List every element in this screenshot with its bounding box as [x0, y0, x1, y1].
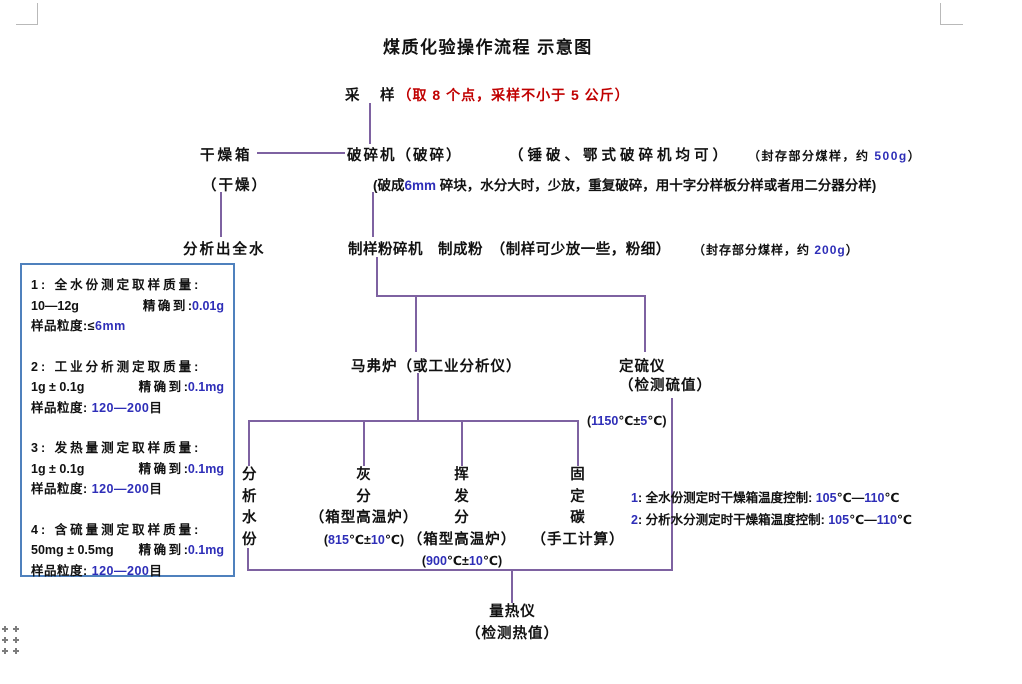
crusher-types: （锤破、鄂式破碎机均可） — [508, 148, 731, 164]
branch-volatile-line: 发 — [454, 488, 470, 505]
spec-precision-value: :0.1mg — [183, 461, 224, 476]
spec-box: 1: 全水份测定取样质量: 10—12g 精确到:0.01g 样品粒度:≤6mm… — [20, 263, 235, 578]
spec-precision-label: 精确到 — [138, 380, 184, 394]
calorimeter-sub-label: （检测热值） — [466, 625, 559, 642]
connector-sampling-to-crusher — [369, 103, 371, 144]
spec-item-1: 1: 全水份测定取样质量: 10—12g 精确到:0.01g 样品粒度:≤6mm — [31, 275, 224, 337]
spec-particle: 样品粒度:≤6mm — [31, 319, 126, 333]
branch-moisture-char: 份 — [242, 531, 257, 548]
calorimeter: 量热仪 （检测热值） — [445, 602, 580, 645]
spec-item-2: 2: 工业分析测定取质量: 1g ± 0.1g 精确到:0.1mg 样品粒度: … — [31, 357, 224, 419]
branch-moisture: 分 析 水 份 — [242, 465, 260, 551]
temp-note-2: 2: 分析水分测定时干燥箱温度控制: 105℃—110℃ — [631, 513, 913, 527]
connector-to-calorimeter — [511, 571, 513, 603]
spec-precision-value: :0.1mg — [183, 380, 224, 394]
spec-mass: 50mg ± 0.5mg — [31, 543, 114, 557]
branch-ash: 灰 分 （箱型高温炉） (815℃±10℃) — [298, 465, 430, 551]
branch-ash-line: （箱型高温炉） — [309, 510, 419, 526]
crusher-label: 破碎机（破碎） — [347, 148, 463, 164]
branch-volatile-line: （箱型高温炉） — [407, 531, 517, 548]
branch-moisture-char: 水 — [242, 510, 257, 526]
temp-note-1: 1: 全水份测定时干燥箱温度控制: 105℃—110℃ — [631, 491, 900, 505]
spec-item-3: 3: 发热量测定取样质量: 1g ± 0.1g 精确到:0.1mg 样品粒度: … — [31, 438, 224, 500]
branch-moisture-char: 析 — [242, 488, 257, 505]
spec-item-4: 4: 含硫量测定取样质量: 50mg ± 0.5mg 精确到:0.1mg 样品粒… — [31, 520, 224, 582]
spec-precision-label: 精确到 — [138, 543, 184, 557]
branch-fixedcarbon-line: （手工计算） — [531, 531, 625, 548]
connector-muffle-branch — [248, 420, 579, 422]
connector-muffle-down — [417, 373, 419, 421]
cropmark-topright-icon — [941, 24, 963, 25]
connector-crusher-to-mill — [372, 192, 374, 237]
spec-precision-label: 精确到 — [138, 461, 184, 476]
branch-ash-line: 灰 — [356, 467, 372, 483]
spec-particle: 样品粒度: 120—200目 — [31, 482, 163, 496]
connector-mill-branch — [376, 295, 646, 297]
sulfur-temp: (1150℃±5℃) — [587, 414, 667, 428]
sampling-red-note: （取 8 个点，采样不小于 5 公斤） — [397, 87, 630, 103]
spec-precision-value: :0.1mg — [183, 543, 224, 557]
connector-dryer-to-crusher — [257, 152, 345, 154]
dryer-sub-label: （干燥） — [202, 178, 268, 194]
branch-fixedcarbon-line: 定 — [570, 488, 586, 505]
spec-particle: 样品粒度: 120—200目 — [31, 400, 163, 415]
cropmark-topleft-icon — [37, 3, 38, 25]
connector-mill-down — [376, 257, 378, 295]
spec-header: 2: 工业分析测定取质量: — [31, 359, 202, 374]
dryer-label: 干燥箱 — [200, 148, 253, 164]
connector-to-sulfur — [644, 295, 646, 352]
connector-sulfur-down — [671, 398, 673, 571]
spec-precision-value: :0.01g — [187, 298, 224, 313]
connector-moisture-down — [247, 548, 249, 571]
crush-note: (破成6mm 碎块，水分大时，少放，重复破碎，用十字分样板分样或者用二分器分样) — [373, 178, 877, 193]
branch-moisture-char: 分 — [242, 467, 257, 483]
spec-header: 1: 全水份测定取样质量: — [31, 278, 202, 292]
branch-volatile-temp: (900℃±10℃) — [421, 554, 503, 568]
cropmark-topright-icon — [940, 3, 941, 25]
branch-fixedcarbon-line: 碳 — [570, 510, 586, 526]
anchor-dots-icon — [2, 626, 19, 654]
muffle-label: 马弗炉（或工业分析仪） — [351, 359, 522, 375]
branch-volatile-line: 分 — [454, 510, 470, 526]
calorimeter-label: 量热仪 — [489, 604, 536, 620]
sulfur-sub-label: （检测硫值） — [619, 378, 712, 394]
branch-ash-line: 分 — [356, 488, 372, 505]
branch-fixed-carbon: 固 定 碳 （手工计算） — [517, 465, 639, 551]
page-title: 煤质化验操作流程 示意图 — [383, 38, 593, 57]
sampling-label: 采 样 — [345, 88, 398, 104]
spec-precision-label: 精确到 — [142, 298, 188, 313]
spec-mass: 10—12g — [31, 298, 79, 313]
full-water-label: 分析出全水 — [183, 242, 266, 258]
connector-to-moisture — [248, 422, 250, 466]
spec-particle: 样品粒度: 120—200目 — [31, 563, 163, 578]
spec-header: 4: 含硫量测定取样质量: — [31, 522, 202, 537]
connector-to-muffle — [415, 295, 417, 352]
connector-bottom-collector — [247, 569, 673, 571]
connector-to-fixedcarbon — [577, 422, 579, 466]
spec-mass: 1g ± 0.1g — [31, 380, 85, 394]
branch-volatile: 挥 发 分 （箱型高温炉） (900℃±10℃) — [396, 465, 528, 573]
cropmark-topleft-icon — [16, 24, 38, 25]
connector-to-ash — [363, 422, 365, 466]
spec-header: 3: 发热量测定取样质量: — [31, 441, 202, 455]
mill-label: 制样粉碎机 制成粉 （制样可少放一些，粉细） — [348, 242, 671, 258]
spec-mass: 1g ± 0.1g — [31, 461, 85, 476]
connector-to-volatile — [461, 422, 463, 466]
mill-seal-note: （封存部分煤样，约 200g） — [693, 243, 859, 257]
branch-ash-temp: (815℃±10℃) — [323, 532, 405, 547]
connector-dryer-to-fullwater — [220, 192, 222, 237]
sulfur-label: 定硫仪 — [619, 359, 666, 375]
crusher-seal-note: （封存部分煤样，约 500g） — [748, 149, 922, 163]
branch-volatile-line: 挥 — [454, 467, 470, 483]
branch-fixedcarbon-line: 固 — [570, 467, 586, 483]
